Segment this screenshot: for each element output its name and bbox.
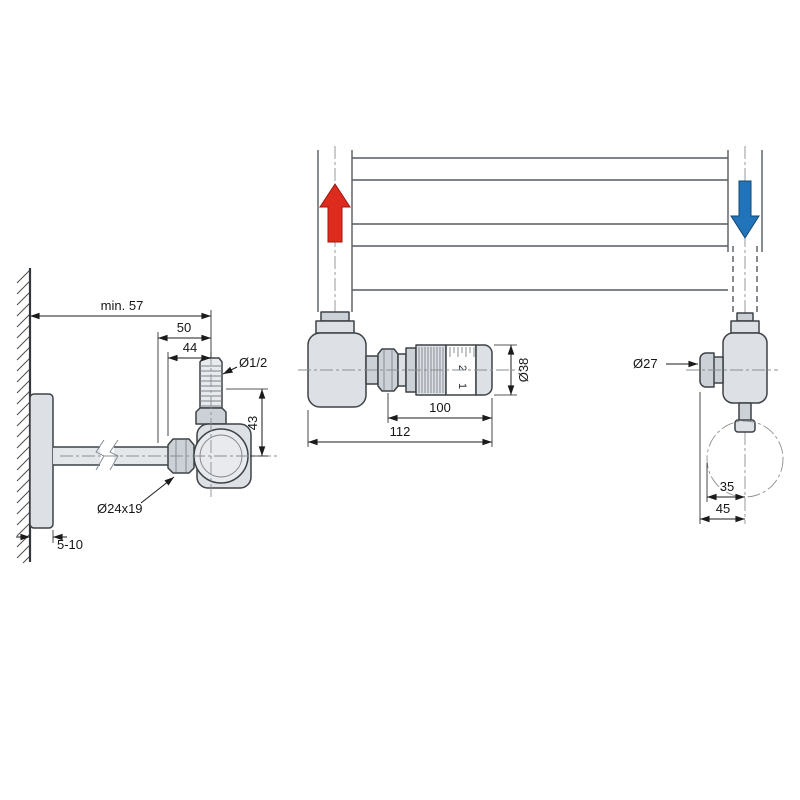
pipe-edges — [53, 446, 168, 466]
flow-down-arrow — [730, 180, 760, 239]
dim-label-44: 44 — [183, 340, 197, 355]
corner-valve — [193, 357, 252, 489]
dim-112: 112 — [307, 410, 492, 447]
dim-label-50: 50 — [177, 320, 191, 335]
valve-collar-nut — [730, 320, 760, 334]
middle-view: 2 1 100 112 Ø38 — [298, 146, 728, 447]
wall — [16, 268, 32, 564]
left-centerlines — [60, 352, 277, 500]
nut-size-label: Ø24x19 — [97, 501, 143, 516]
return-valve — [699, 312, 768, 433]
valve-side-body — [307, 311, 407, 408]
head-scale-number-2: 2 — [456, 365, 468, 371]
label-thread-size: Ø1/2 — [222, 355, 267, 375]
valve-body — [722, 332, 768, 404]
dim-label-112: 112 — [390, 424, 411, 439]
valve-collar — [320, 311, 350, 322]
side-cap — [699, 352, 715, 388]
valve-neck — [195, 407, 227, 425]
return-pipe — [727, 150, 763, 313]
dim-35: 35 — [706, 463, 745, 502]
dim-head-diameter: Ø38 — [494, 344, 531, 396]
valve-collar — [736, 312, 754, 322]
left-view: min. 57 50 44 Ø1/2 43 Ø24x19 — [16, 268, 277, 564]
radiator-collector-section — [706, 420, 784, 498]
label-pipe-diameter: Ø27 — [633, 356, 698, 371]
dim-43: 43 — [226, 388, 268, 457]
valve-collar-nut — [315, 320, 355, 334]
dim-label-35: 35 — [720, 479, 734, 494]
riser-pipe — [317, 150, 353, 312]
dim-100: 100 — [387, 393, 493, 447]
return-pipe-edges — [727, 150, 763, 252]
dim-label-d38: Ø38 — [516, 358, 531, 383]
dim-label-min57: min. 57 — [101, 298, 144, 313]
dim-label-43: 43 — [245, 416, 260, 430]
dim-min-57: min. 57 — [30, 298, 212, 358]
head-scale-number-1: 1 — [456, 383, 468, 389]
wall-plate — [29, 393, 54, 529]
return-pipe-hidden-edges — [732, 246, 758, 313]
pipe-diameter-label: Ø27 — [633, 356, 658, 371]
dim-44: 44 — [167, 340, 211, 436]
right-view: Ø27 35 45 — [633, 146, 784, 524]
pipe-segment — [114, 447, 168, 465]
label-nut-size: Ø24x19 — [97, 476, 175, 516]
thread-size-label: Ø1/2 — [239, 355, 267, 370]
dim-label-5-10: 5-10 — [57, 537, 83, 552]
wall-hatching — [16, 269, 31, 564]
supply-pipe — [53, 439, 168, 471]
dim-50: 50 — [157, 320, 211, 443]
dim-label-45: 45 — [716, 501, 730, 516]
bottom-tail-nut — [734, 419, 756, 433]
bottom-tail — [738, 402, 752, 423]
dim-plate-5-10: 5-10 — [16, 530, 83, 552]
head-scale-ticks — [449, 347, 475, 357]
dim-label-100: 100 — [429, 400, 451, 415]
horizontal-tubes — [352, 157, 728, 291]
pipe-break-symbol — [95, 439, 119, 471]
dim-45: 45 — [699, 392, 745, 524]
flow-up-arrow — [319, 183, 351, 243]
radiator-tubes — [317, 150, 728, 312]
